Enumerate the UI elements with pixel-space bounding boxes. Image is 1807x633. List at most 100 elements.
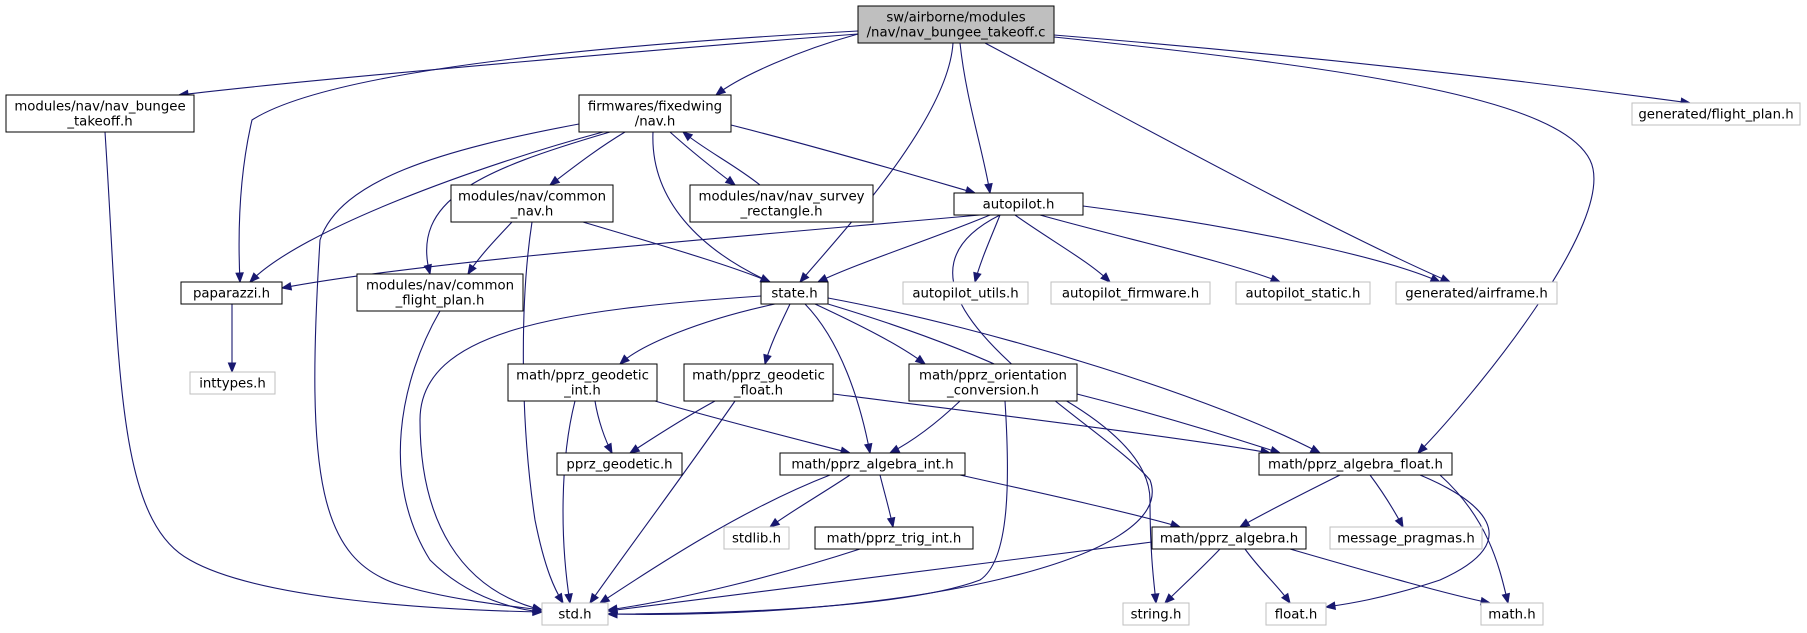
edge-ap_h-to-af_h [1082,205,1442,283]
node-nav-h[interactable]: firmwares/fixedwing/nav.h [578,94,732,133]
edge-line [804,303,871,454]
arrowhead [1281,592,1291,605]
node-gint-h[interactable]: math/pprz_geodetic_int.h [507,363,658,402]
node-afloat-h[interactable]: math/pprz_algebra_float.h [1258,452,1453,476]
edge-ap_h-to-apf_h [1014,214,1111,283]
node-label: math.h [1488,608,1535,623]
arrowhead [724,175,737,186]
node-label: paparazzi.h [193,287,270,302]
node-label: sw/airborne/modules [886,11,1025,26]
edge-ap_h-to-apu_h [973,214,1001,284]
node-label: autopilot_firmware.h [1062,287,1199,302]
edge-line [562,400,576,604]
node-box [1050,281,1211,305]
node-label: math/pprz_geodetic [516,369,649,384]
edge-root-to-nbt_h [177,33,859,99]
edge-orient_h-to-std_h [606,400,1009,619]
edge-line [827,297,1321,454]
edge-gfloat_h-to-geod_h [628,400,716,454]
node-label: state.h [771,287,817,302]
arrowhead [1324,601,1336,610]
node-box [1480,602,1544,626]
edge-nav_h-to-cnav_h [548,131,626,186]
node-alg-h[interactable]: math/pprz_algebra.h [1151,526,1307,550]
node-label: _takeoff.h [66,115,132,130]
node-cnav-h[interactable]: modules/nav/common_nav.h [450,184,614,223]
node-label: message_pragmas.h [1337,532,1475,547]
node-label: _int.h [563,384,601,399]
arrowhead [619,354,630,365]
node-gfloat-h[interactable]: math/pprz_geodetic_float.h [683,363,834,402]
node-orient-h[interactable]: math/pprz_orientation_conversion.h [908,363,1078,402]
edge-aint_h-to-alg_h [959,474,1182,529]
node-ap-h[interactable]: autopilot.h [953,192,1084,216]
node-label: inttypes.h [199,377,266,392]
edge-aint_h-to-std_h [598,474,831,604]
node-geod-h[interactable]: pprz_geodetic.h [556,452,683,476]
arrowhead [681,131,694,142]
edge-ap_h-to-std_h [606,214,1153,619]
node-box [779,452,966,476]
node-label: _flight_plan.h [395,294,485,309]
node-label: modules/nav/nav_survey [699,190,865,205]
arrowhead [1439,274,1452,283]
arrowhead [1150,593,1160,605]
arrowhead [799,271,810,284]
node-string-h: string.h [1122,602,1190,626]
arrowhead [1417,443,1428,454]
node-label: /nav/nav_bungee_takeoff.c [867,26,1046,41]
edge-gint_h-to-std_h [562,400,576,605]
node-pap-h[interactable]: paparazzi.h [180,281,283,305]
edge-line [959,42,991,194]
edge-cnav_h-to-std_h [522,221,564,605]
edge-state_h-to-gfloat_h [763,303,791,366]
node-label: autopilot_static.h [1246,287,1361,302]
arrowhead [973,271,982,284]
node-label: autopilot.h [983,198,1055,213]
edge-line [399,310,543,613]
edge-state_h-to-aint_h [804,303,873,455]
node-state-h[interactable]: state.h [760,281,829,305]
arrowhead [531,603,544,612]
edge-line [589,400,736,604]
node-box [760,281,829,305]
node-box [723,526,790,550]
node-label: generated/flight_plan.h [1638,108,1793,123]
arrowhead [1238,518,1251,528]
edge-root-to-state_h [799,42,954,284]
node-root[interactable]: sw/airborne/modules/nav/nav_bungee_takeo… [857,5,1055,44]
arrowhead [554,592,564,605]
node-survey-h[interactable]: modules/nav/nav_survey_rectangle.h [689,184,874,223]
edge-line [959,474,1181,528]
node-trig-h[interactable]: math/pprz_trig_int.h [814,526,974,550]
edge-alg_h-to-float_h [1244,548,1291,605]
node-box [1631,102,1801,126]
arrowhead [816,274,829,283]
edge-line [1053,36,1595,454]
node-box [1329,526,1483,550]
edge-root-to-afloat_h [1053,36,1595,454]
node-label: string.h [1131,608,1182,623]
edge-alg_h-to-std_h [606,541,1153,615]
edge-aint_h-to-trig_h [879,474,896,529]
node-box [953,192,1084,216]
edge-line [1289,548,1491,604]
node-nbt-h[interactable]: modules/nav/nav_bungee_takeoff.h [5,94,195,133]
node-apf-h: autopilot_firmware.h [1050,281,1211,305]
edge-line [607,548,861,611]
arrowhead [467,263,477,276]
node-box [1265,602,1327,626]
arrowhead [1429,274,1442,283]
node-label: math/pprz_algebra_float.h [1268,458,1443,473]
node-aint-h[interactable]: math/pprz_algebra_int.h [779,452,966,476]
arrowhead [249,272,260,283]
edge-line [817,214,991,283]
edge-orient_h-to-afloat_h [1076,393,1282,455]
node-cfp-h[interactable]: modules/nav/common_flight_plan.h [356,273,524,312]
edge-ap_h-to-state_h [816,214,991,283]
edge-line [619,303,776,365]
arrowhead [423,263,432,276]
arrowhead [984,182,993,195]
edge-gfloat_h-to-std_h [589,400,736,605]
